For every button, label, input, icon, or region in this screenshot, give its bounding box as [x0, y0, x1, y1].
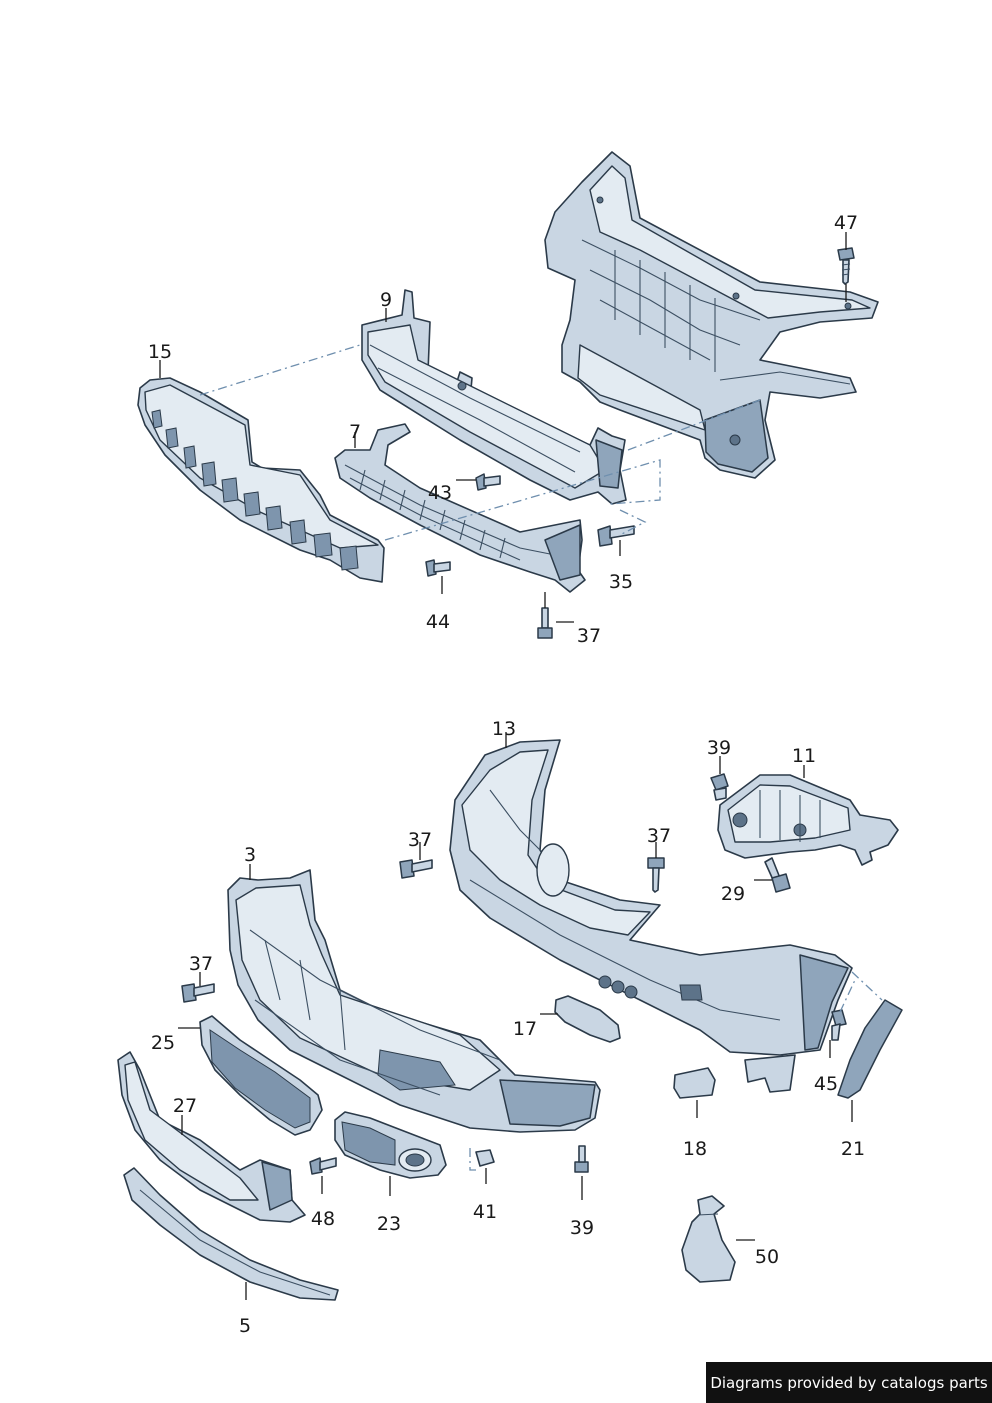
clip-39-upper-part	[710, 773, 729, 801]
callout-11: 11	[792, 745, 816, 767]
trim-21-part	[837, 999, 903, 1099]
screw-48-part	[309, 1157, 337, 1175]
callout-15: 15	[148, 341, 172, 363]
callout-44: 44	[426, 611, 450, 633]
callout-35: 35	[609, 571, 633, 593]
bumper-cover-13-part	[449, 739, 853, 1093]
grille-25-part	[199, 1015, 323, 1136]
screw-29-part	[764, 857, 791, 893]
callout-27: 27	[173, 1095, 197, 1117]
screw-35-part	[597, 525, 635, 547]
clip-41-part	[475, 1149, 495, 1167]
callout-29: 29	[721, 883, 745, 905]
bumper-beam-9-part	[361, 289, 627, 505]
assembly-link-21	[851, 971, 883, 1001]
impact-absorber-15-part	[137, 377, 385, 583]
fog-grille-23-part	[334, 1111, 447, 1179]
callout-37-center: 37	[408, 829, 432, 851]
assembly-link-45	[839, 979, 856, 1013]
screw-37-left-part	[181, 983, 215, 1003]
bracket-7-part	[334, 423, 586, 593]
callout-21: 21	[841, 1138, 865, 1160]
screw-47-part	[837, 247, 855, 285]
lower-cover-3-part	[227, 869, 601, 1133]
callout-5: 5	[239, 1315, 251, 1337]
assembly-link-7-carrier	[384, 459, 661, 541]
callout-23: 23	[377, 1213, 401, 1235]
strip-27-part	[117, 1051, 306, 1223]
callout-50: 50	[755, 1246, 779, 1268]
leader-lines	[159, 232, 853, 1300]
callout-18: 18	[683, 1138, 707, 1160]
callout-numbers: 47 9 15 7 43 35 44 37 13 39 11 37 37 29 …	[148, 212, 865, 1337]
assembly-link-35	[619, 509, 647, 536]
assembly-link-41	[469, 1148, 480, 1171]
screw-37-center-part	[399, 859, 433, 879]
callout-48: 48	[311, 1208, 335, 1230]
callout-9: 9	[380, 289, 392, 311]
callout-3: 3	[244, 844, 256, 866]
cap-18-part	[673, 1067, 716, 1099]
callout-47: 47	[834, 212, 858, 234]
callout-43: 43	[428, 482, 452, 504]
callout-37-left: 37	[189, 953, 213, 975]
callout-45: 45	[814, 1073, 838, 1095]
front-carrier-part	[544, 151, 879, 479]
spoiler-5-part	[123, 1167, 339, 1301]
screw-44-part	[425, 559, 451, 577]
screw-39-lower-part	[574, 1145, 589, 1173]
screw-37-right-part	[647, 857, 665, 893]
callout-25: 25	[151, 1032, 175, 1054]
bag-50-part	[681, 1195, 736, 1283]
callout-39-upper: 39	[707, 737, 731, 759]
callout-7: 7	[349, 421, 361, 443]
callout-41: 41	[473, 1201, 497, 1223]
callout-37-upper: 37	[577, 625, 601, 647]
screw-37-upper-part	[537, 607, 553, 639]
assembly-link-9-carrier	[627, 399, 761, 451]
cover-17-part	[554, 995, 621, 1043]
assembly-link-15-9	[199, 344, 361, 396]
callout-17: 17	[513, 1018, 537, 1040]
screw-45-part	[831, 1009, 847, 1041]
callout-13: 13	[492, 718, 516, 740]
callout-37-right: 37	[647, 825, 671, 847]
callout-39-lower: 39	[570, 1217, 594, 1239]
credit-banner: Diagrams provided by catalogs parts	[706, 1362, 992, 1403]
screw-43-part	[475, 473, 501, 491]
bracket-11-part	[717, 774, 899, 866]
